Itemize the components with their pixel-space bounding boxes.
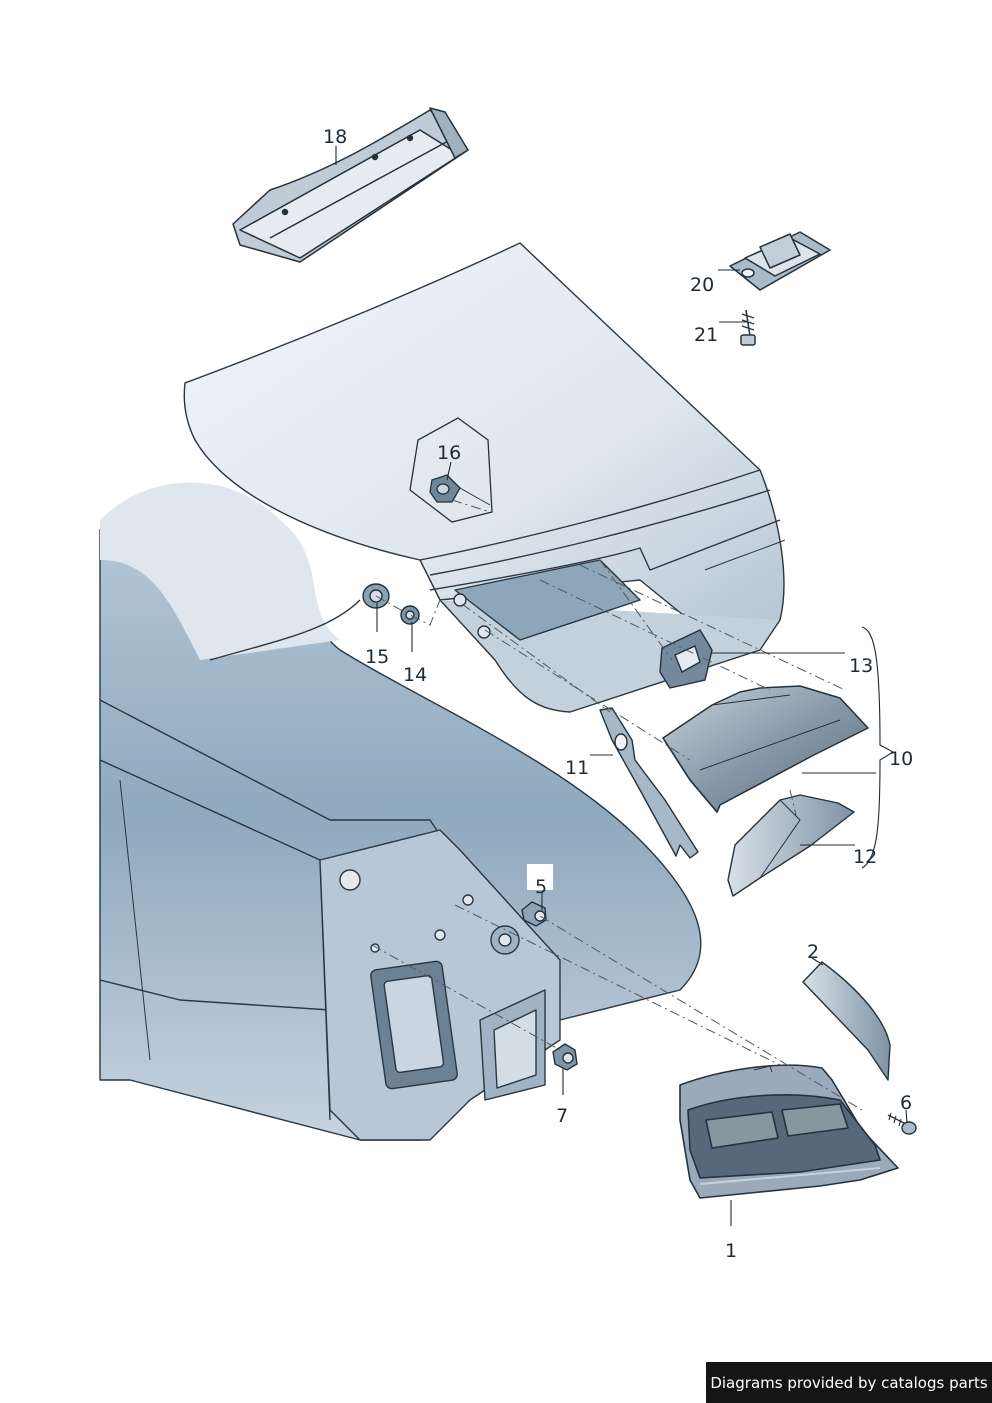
part-label-13: 13 (849, 655, 874, 677)
lamp-housing-recess (319, 829, 561, 1141)
trunk-light-part-18 (232, 107, 469, 263)
part-label-21: 21 (694, 324, 719, 346)
leader-lines (335, 146, 908, 1226)
part-label-12: 12 (853, 846, 878, 868)
cover-part-12 (727, 794, 855, 897)
inner-tail-light-part-10 (662, 685, 869, 813)
part-label-15: 15 (365, 646, 390, 668)
detail-outline-part-16 (409, 417, 493, 523)
label-backing-part-5 (527, 864, 553, 890)
part-label-20: 20 (690, 274, 715, 296)
assembly-lines (371, 499, 863, 1111)
part-label-16: 16 (437, 442, 462, 464)
part-label-5: 5 (535, 876, 548, 898)
grommet-part-7 (552, 1043, 578, 1071)
part-label-11: 11 (565, 757, 590, 779)
tail-light-part-1 (679, 1064, 899, 1199)
part-label-10: 10 (889, 748, 914, 770)
part-label-2: 2 (807, 941, 820, 963)
part-label-14: 14 (403, 664, 428, 686)
screw-part-6 (887, 1112, 917, 1135)
grommet-part-14 (400, 605, 420, 625)
trunk-lid (183, 242, 786, 713)
bracket-part-11 (599, 707, 699, 859)
part-label-6: 6 (900, 1092, 913, 1114)
part-label-7: 7 (556, 1105, 569, 1127)
screw-part-21 (740, 309, 756, 346)
part-label-1: 1 (725, 1240, 738, 1262)
footer-credit: Diagrams provided by catalogs parts (706, 1362, 992, 1403)
part-label-18: 18 (323, 126, 348, 148)
trim-strip-part-2 (802, 961, 891, 1081)
gasket-part-13 (659, 629, 713, 689)
license-plate-light-part-20 (729, 231, 831, 291)
